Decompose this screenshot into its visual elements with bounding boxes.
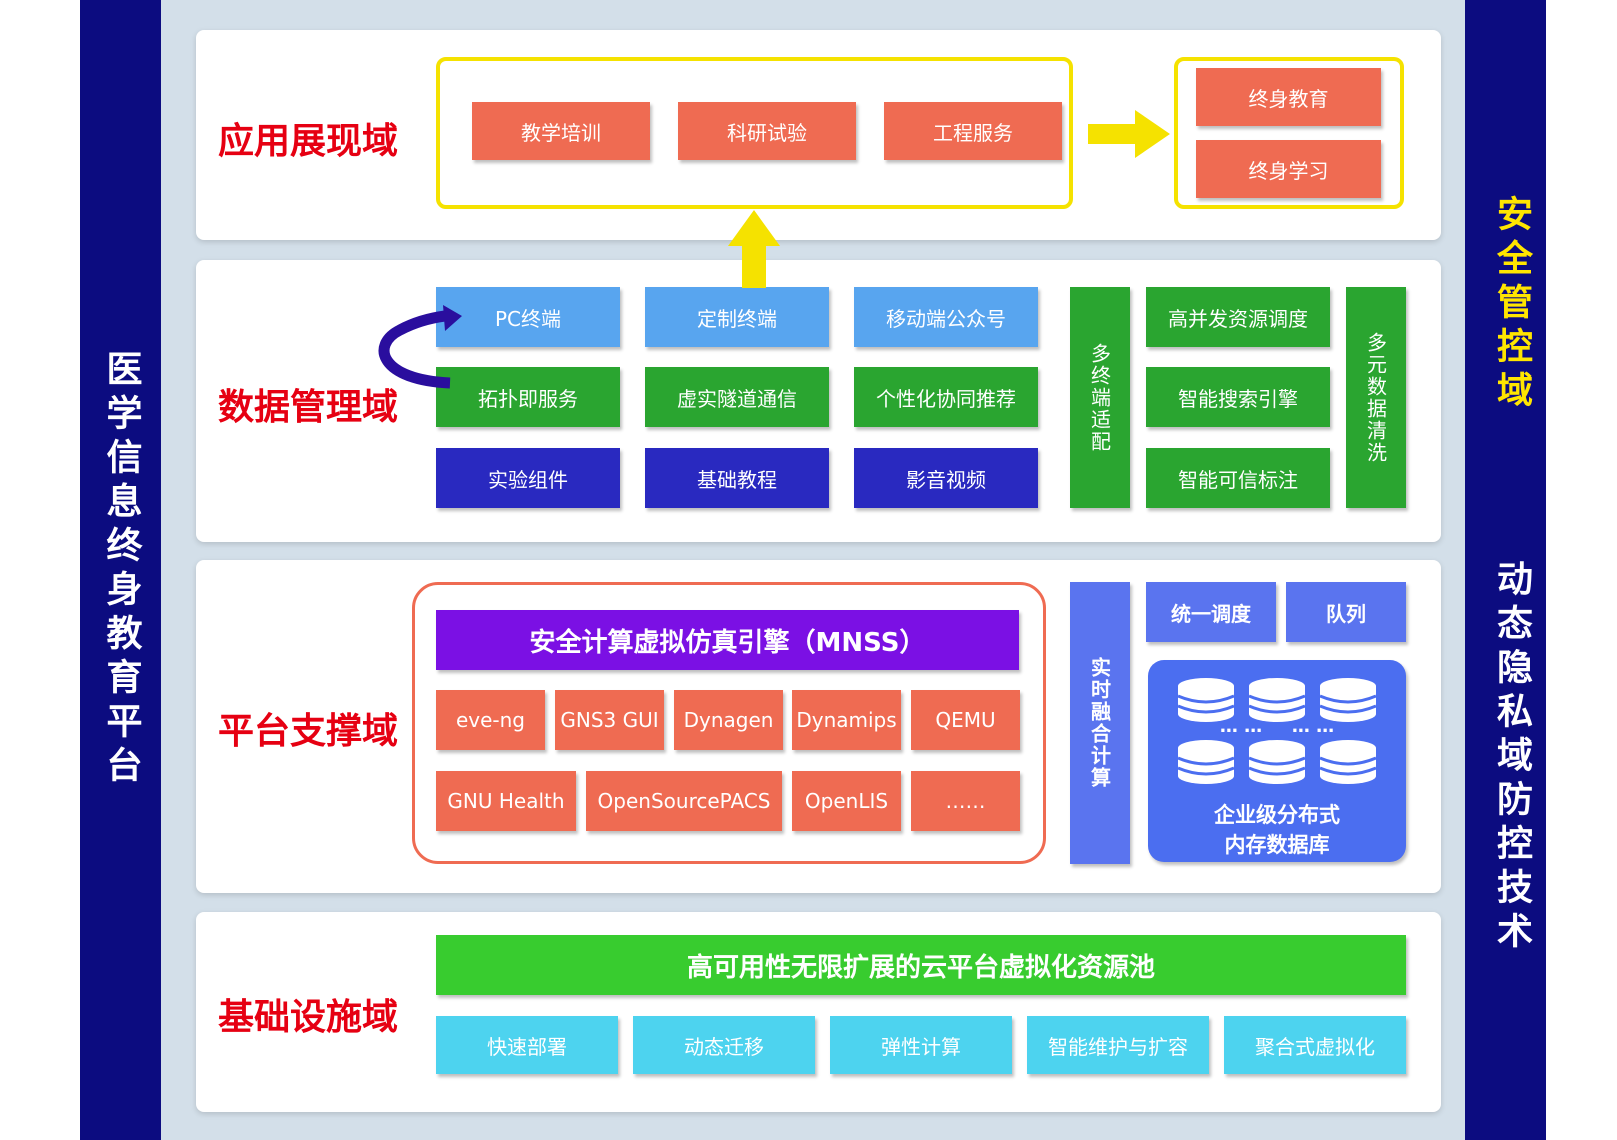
layer-application: 应用展现域 教学培训 科研试验 工程服务 终身教育 终身学习 bbox=[196, 30, 1441, 240]
data-item-smart-search: 智能搜索引擎 bbox=[1146, 367, 1330, 427]
app-group-outline bbox=[436, 57, 1073, 209]
outcome-lifelong-learning: 终身学习 bbox=[1196, 140, 1381, 198]
data-item-topology-service: 拓扑即服务 bbox=[436, 367, 620, 427]
data-item-basic-tutorial: 基础教程 bbox=[645, 448, 829, 508]
app-item-engineering: 工程服务 bbox=[884, 102, 1062, 160]
cloud-resource-pool: 高可用性无限扩展的云平台虚拟化资源池 bbox=[436, 935, 1406, 995]
tool-eve-ng: eve-ng bbox=[436, 690, 545, 750]
security-domain-title: 安全管控域 bbox=[1491, 195, 1532, 415]
engine-group-outline bbox=[412, 582, 1046, 864]
layer-title: 基础设施域 bbox=[218, 997, 399, 1038]
data-item-recommendation: 个性化协同推荐 bbox=[854, 367, 1038, 427]
app-item-teaching: 教学培训 bbox=[472, 102, 650, 160]
data-vertical-multi-terminal: 多终端适配 bbox=[1070, 287, 1130, 508]
layer-title: 数据管理域 bbox=[218, 387, 399, 428]
app-item-research: 科研试验 bbox=[678, 102, 856, 160]
layer-data-management: 数据管理域 PC终端 定制终端 移动端公众号 拓扑即服务 虚实隧道通信 个性化协… bbox=[196, 260, 1441, 542]
data-item-lab-components: 实验组件 bbox=[436, 448, 620, 508]
outcome-lifelong-education: 终身教育 bbox=[1196, 68, 1381, 126]
tool-gns3: GNS3 GUI bbox=[555, 690, 664, 750]
infra-feature-fast-deploy: 快速部署 bbox=[436, 1016, 618, 1074]
realtime-fusion-computing: 实时融合计算 bbox=[1070, 582, 1130, 864]
queue: 队列 bbox=[1286, 582, 1406, 642]
tool-dynamips: Dynamips bbox=[792, 690, 901, 750]
platform-title: 医学信息终身教育平台 bbox=[100, 350, 142, 790]
data-vertical-data-cleaning: 多元数据清洗 bbox=[1346, 287, 1406, 508]
database-icon bbox=[1248, 678, 1306, 722]
data-item-pc-terminal: PC终端 bbox=[436, 287, 620, 347]
database-icon bbox=[1177, 740, 1235, 784]
layer-title: 应用展现域 bbox=[218, 121, 399, 162]
outcome-group-outline bbox=[1174, 57, 1404, 209]
tool-openlis: OpenLIS bbox=[792, 771, 901, 831]
data-item-trusted-annotation: 智能可信标注 bbox=[1146, 448, 1330, 508]
database-icons: … … … … bbox=[1177, 678, 1377, 784]
tool-more: …… bbox=[911, 771, 1020, 831]
right-sidebar: 安全管控域 动态隐私域防控技术 bbox=[1465, 0, 1546, 1140]
infra-feature-aggregation: 聚合式虚拟化 bbox=[1224, 1016, 1406, 1074]
database-icon bbox=[1177, 678, 1235, 722]
layer-platform-support: 平台支撑域 安全计算虚拟仿真引擎（MNSS） eve-ng GNS3 GUI D… bbox=[196, 560, 1441, 893]
infra-feature-elastic: 弹性计算 bbox=[830, 1016, 1012, 1074]
tool-dynagen: Dynagen bbox=[674, 690, 783, 750]
database-dots: … … bbox=[1292, 716, 1334, 737]
unified-scheduling: 统一调度 bbox=[1146, 582, 1276, 642]
data-item-video: 影音视频 bbox=[854, 448, 1038, 508]
layer-title: 平台支撑域 bbox=[218, 711, 399, 752]
data-item-custom-terminal: 定制终端 bbox=[645, 287, 829, 347]
database-dots: … … bbox=[1220, 716, 1262, 737]
database-icon bbox=[1248, 740, 1306, 784]
left-sidebar: 医学信息终身教育平台 bbox=[80, 0, 161, 1140]
privacy-tech-title: 动态隐私域防控技术 bbox=[1491, 560, 1532, 956]
database-icon bbox=[1319, 678, 1377, 722]
distributed-memory-database: … … … … 企业级分布式 内存数据库 bbox=[1148, 660, 1406, 862]
data-item-mobile-account: 移动端公众号 bbox=[854, 287, 1038, 347]
data-item-tunnel-comm: 虚实隧道通信 bbox=[645, 367, 829, 427]
tool-qemu: QEMU bbox=[911, 690, 1020, 750]
layer-infrastructure: 基础设施域 高可用性无限扩展的云平台虚拟化资源池 快速部署 动态迁移 弹性计算 … bbox=[196, 912, 1441, 1112]
infra-feature-migration: 动态迁移 bbox=[633, 1016, 815, 1074]
database-icon bbox=[1319, 740, 1377, 784]
data-item-resource-scheduling: 高并发资源调度 bbox=[1146, 287, 1330, 347]
database-label: 企业级分布式 内存数据库 bbox=[1214, 803, 1340, 857]
tool-gnu-health: GNU Health bbox=[436, 771, 576, 831]
simulation-engine: 安全计算虚拟仿真引擎（MNSS） bbox=[436, 610, 1019, 670]
tool-opensourcepacs: OpenSourcePACS bbox=[586, 771, 782, 831]
infra-feature-maintenance: 智能维护与扩容 bbox=[1027, 1016, 1209, 1074]
